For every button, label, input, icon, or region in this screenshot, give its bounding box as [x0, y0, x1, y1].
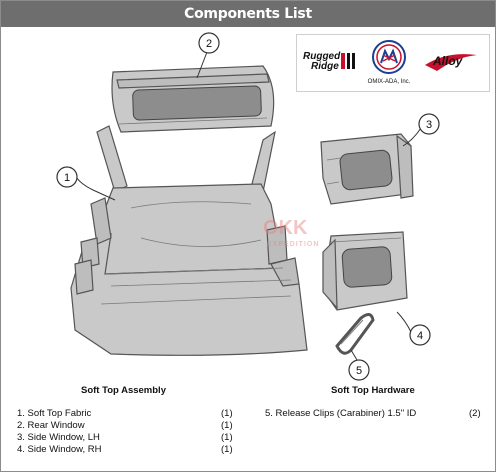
logo-rugged-ridge-line1: Rugged [303, 51, 341, 62]
logo-omix-ada: OMIX-ADA, Inc. [368, 79, 411, 85]
callout-4-label: 4 [417, 330, 423, 342]
part-2-label: 2. Rear Window [17, 420, 85, 431]
page-title: Components List [1, 1, 495, 27]
watermark-line1: OKK [263, 217, 308, 239]
watermark: OKK EXPEDITION [263, 217, 319, 248]
callout-2-label: 2 [206, 38, 212, 50]
alloy-swoosh [425, 54, 477, 71]
part-4-label: 4. Side Window, RH [17, 444, 102, 455]
callout-4: 4 [396, 311, 431, 346]
callout-2: 2 [196, 32, 220, 79]
part-3-qty: (1) [221, 432, 233, 443]
watermark-line2: EXPEDITION [267, 241, 319, 248]
side-window-rh-part [322, 231, 408, 311]
part-5-qty: (2) [469, 408, 481, 419]
carabiner-part [335, 313, 375, 355]
callout-3: 3 [402, 113, 440, 147]
rear-window-part [111, 65, 275, 133]
part-1-qty: (1) [221, 408, 233, 419]
part-2-qty: (1) [221, 420, 233, 431]
soft-top-fabric-part [70, 125, 308, 356]
callout-1: 1 [56, 166, 116, 201]
logo-alloy: Alloy [432, 54, 464, 68]
callout-5-label: 5 [356, 365, 362, 377]
part-3-label: 3. Side Window, LH [17, 432, 100, 443]
callout-3-label: 3 [426, 119, 432, 131]
caption-soft-top-hardware: Soft Top Hardware [331, 385, 415, 396]
part-4-qty: (1) [221, 444, 233, 455]
part-1-label: 1. Soft Top Fabric [17, 408, 92, 419]
logos-graphic: Rugged Ridge OMIX-ADA, Inc. Alloy [303, 40, 477, 85]
callout-1-label: 1 [64, 172, 70, 184]
caption-soft-top-assembly: Soft Top Assembly [81, 385, 166, 396]
side-window-lh-part [320, 133, 414, 205]
part-5-label: 5. Release Clips (Carabiner) 1.5" ID [265, 408, 417, 419]
brand-logos: Rugged Ridge OMIX-ADA, Inc. Alloy [296, 34, 490, 92]
logo-rugged-ridge-line2: Ridge [311, 61, 339, 72]
rugged-ridge-mark [341, 53, 345, 69]
callout-5: 5 [348, 349, 370, 381]
components-illustration: .fab { fill: #c9c9c9; stroke: #555; stro… [56, 32, 440, 381]
